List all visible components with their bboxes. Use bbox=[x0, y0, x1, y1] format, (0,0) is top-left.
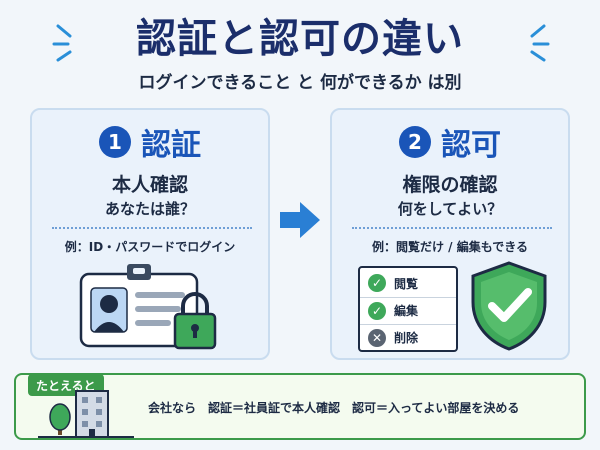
sparkle-left-icon bbox=[52, 24, 72, 62]
analogy-text: 会社なら 認証＝社員証で本人確認 認可＝入ってよい部屋を決める bbox=[148, 401, 520, 415]
authentication-title: 認証 bbox=[141, 128, 201, 163]
page-title: 認証と認可の違い bbox=[136, 16, 464, 62]
step-number-badge: 1 bbox=[99, 126, 131, 158]
authentication-subtitle: 本人確認 bbox=[111, 174, 188, 196]
authorization-question: 何をしてよい？ bbox=[397, 200, 503, 218]
id-card-icon bbox=[79, 264, 217, 350]
shield-check-icon bbox=[471, 261, 547, 351]
permission-item: ✕ 削除 bbox=[360, 324, 456, 350]
padlock-icon bbox=[173, 292, 217, 350]
page-subtitle: ログインできること と 何ができるか は別 bbox=[138, 73, 462, 93]
sparkle-right-icon bbox=[530, 24, 550, 62]
authentication-example: 例：ID・パスワードでログイン bbox=[64, 240, 236, 254]
authentication-question: あなたは誰？ bbox=[104, 200, 195, 218]
tree-icon bbox=[49, 403, 71, 435]
permission-label: 削除 bbox=[394, 331, 419, 345]
check-circle-icon: ✓ bbox=[368, 301, 386, 320]
permission-item: ✓ 閲覧 bbox=[360, 270, 456, 296]
authorization-card: 2 認可 権限の確認 何をしてよい？ 例：閲覧だけ / 編集もできる ✓ 閲覧 … bbox=[330, 108, 570, 360]
authentication-card: 1 認証 本人確認 あなたは誰？ 例：ID・パスワードでログイン bbox=[30, 108, 270, 360]
permission-label: 閲覧 bbox=[394, 276, 419, 291]
dotted-divider bbox=[352, 227, 552, 229]
authorization-example: 例：閲覧だけ / 編集もできる bbox=[371, 240, 529, 254]
arrow-right-icon bbox=[280, 202, 320, 238]
x-circle-icon: ✕ bbox=[368, 328, 386, 347]
check-circle-icon: ✓ bbox=[368, 274, 386, 292]
authorization-header: 2 認可 bbox=[332, 120, 568, 164]
permission-item: ✓ 編集 bbox=[360, 297, 456, 323]
permission-label: 編集 bbox=[394, 304, 419, 318]
authorization-subtitle: 権限の確認 bbox=[402, 174, 498, 196]
office-building-icon bbox=[38, 390, 134, 438]
permission-list: ✓ 閲覧 ✓ 編集 ✕ 削除 bbox=[358, 266, 458, 352]
authorization-title: 認可 bbox=[441, 128, 501, 163]
analogy-box: たとえると 会社なら 認証＝社員証で本人確認 認可＝入ってよい部屋を決める bbox=[14, 373, 586, 440]
authentication-header: 1 認証 bbox=[32, 120, 268, 164]
dotted-divider bbox=[52, 227, 252, 229]
step-number-badge: 2 bbox=[399, 126, 431, 158]
